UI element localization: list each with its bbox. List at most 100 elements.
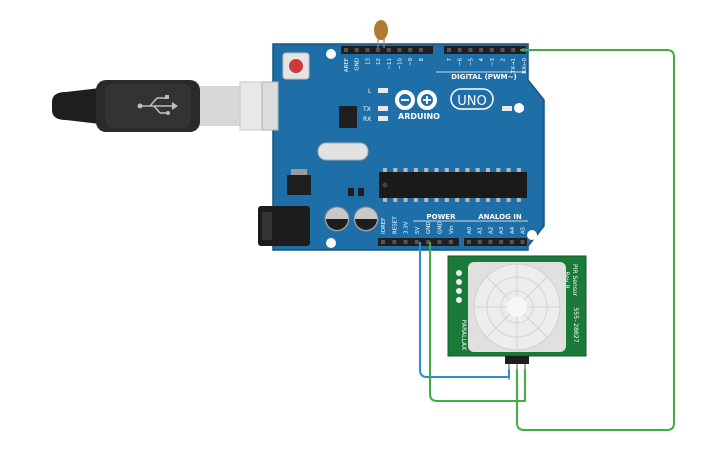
analog-pin-label: A2 [488,227,494,234]
analog-pin-label: A3 [499,226,505,234]
digital-pin-label: GND [355,58,361,71]
mounting-hole [326,238,336,248]
mounting-hole [326,49,336,59]
model-badge [450,88,494,110]
power-pin-hole [426,240,431,244]
analog-pin-hole [477,240,482,244]
digital-pin-hole [468,48,473,52]
digital-pin-label: TX→1 [511,58,517,74]
digital-pin-hole [344,48,348,52]
digital-pin-label: 8 [419,58,425,62]
power-pin-label: 3.3V [404,221,410,234]
crystal-oscillator [317,142,369,161]
analog-pin-hole [520,240,525,244]
power-pin-label: GND [438,221,444,234]
brand-label: ARDUINO [398,112,440,121]
power-pin-label: Vin [449,225,455,234]
digital-pin-label: ~9 [408,58,414,67]
digital-pin-hole [408,48,413,52]
analog-pin-label: A5 [521,226,527,234]
power-pin-label: GND [426,221,432,234]
analog-pin-hole [488,240,493,244]
led-rx: RX [363,116,388,123]
wire-gnd-to-pir-gnd [429,242,526,402]
wire-5v-to-pir-vcc [419,242,510,378]
led-l-label: L [368,88,372,95]
led-tx-label: TX [362,106,371,113]
pir-revision-label: Rev B [563,271,570,288]
analog-pin-label: A4 [510,226,516,234]
digital-header-label: DIGITAL (PWM~) [451,73,516,81]
digital-pin-label: 4 [479,58,485,62]
analog-pin-hole [467,240,471,244]
capacitor [324,206,350,232]
digital-pin-label: 12 [376,58,382,65]
ceramic-capacitor [374,20,388,48]
digital-pin-label: ~3 [490,58,496,67]
power-pin-hole [392,240,397,244]
power-jack [258,206,310,246]
digital-pin-hole [397,48,402,52]
analog-pin-label: A1 [478,227,484,234]
digital-pin-label: 7 [447,58,453,62]
digital-pin-hole [500,48,505,52]
pir-title-label: PIR Sensor [571,264,578,297]
arduino-uno-board: L TX RX ON ARDUINO UNO [258,43,545,251]
model-label: UNO [457,94,486,109]
mounting-hole [514,103,524,113]
led-on: ON [502,106,524,113]
power-pin-label: 5V [415,227,421,234]
digital-pin-label: RX←0 [522,58,528,74]
power-pin-hole [448,240,453,244]
analog-pin-label: A0 [467,226,473,234]
atmega-microcontroller [379,168,527,202]
digital-pin-hole [418,48,423,52]
digital-pin-label: ~5 [468,58,474,67]
digital-pin-label: ~6 [458,58,464,67]
usb-chip [339,106,357,128]
digital-pin-hole [489,48,494,52]
analog-pin-hole [509,240,514,244]
led-rx-label: RX [363,116,371,123]
usb-connector-metal [200,86,240,126]
power-pin-label: IOREF [381,218,387,234]
digital-pin-hole [376,48,381,52]
digital-pin-hole [354,48,359,52]
pir-pad-column [456,270,462,303]
usb-cable [52,80,277,132]
digital-pin-hole [386,48,391,52]
led-on-label: ON [515,106,524,113]
reset-button[interactable] [282,52,310,80]
pir-brand-label: PARALLAX [460,320,467,350]
capacitor [353,206,379,232]
power-pin-hole [403,240,408,244]
analog-header-label: ANALOG IN [478,213,522,221]
pir-part-number-label: 555-28027 [572,307,580,342]
power-pin-hole [437,240,442,244]
digital-pin-label: ~10 [398,58,404,70]
digital-pin-hole [479,48,484,52]
analog-pin-hole [499,240,504,244]
digital-pin-label: 13 [365,58,371,65]
analog-header: A0 A1 A2 A3 A4 A5 ANALOG IN [464,213,527,246]
usb-symbol-icon [140,97,172,114]
digital-pin-hole [365,48,370,52]
voltage-regulator [287,169,311,195]
digital-pin-label: AREF [344,58,350,72]
power-header-label: POWER [427,213,457,221]
digital-pin-hole [447,48,451,52]
digital-pin-hole [457,48,462,52]
mounting-hole [527,230,537,240]
power-pin-hole [381,240,385,244]
pir-header [505,356,529,364]
arduino-logo-icon [395,90,437,110]
digital-pin-hole [511,48,516,52]
pir-sensor: PARALLAX PIR Sensor Rev B 555-28027 [447,255,587,380]
power-pin-label: RESET [392,216,398,234]
led-tx: TX [362,106,388,113]
digital-pin-label: ~11 [387,58,393,70]
wire-pir-out-to-pin2 [516,49,675,431]
power-header: IOREF RESET 3.3V 5V GND GND Vin POWER [378,213,459,246]
